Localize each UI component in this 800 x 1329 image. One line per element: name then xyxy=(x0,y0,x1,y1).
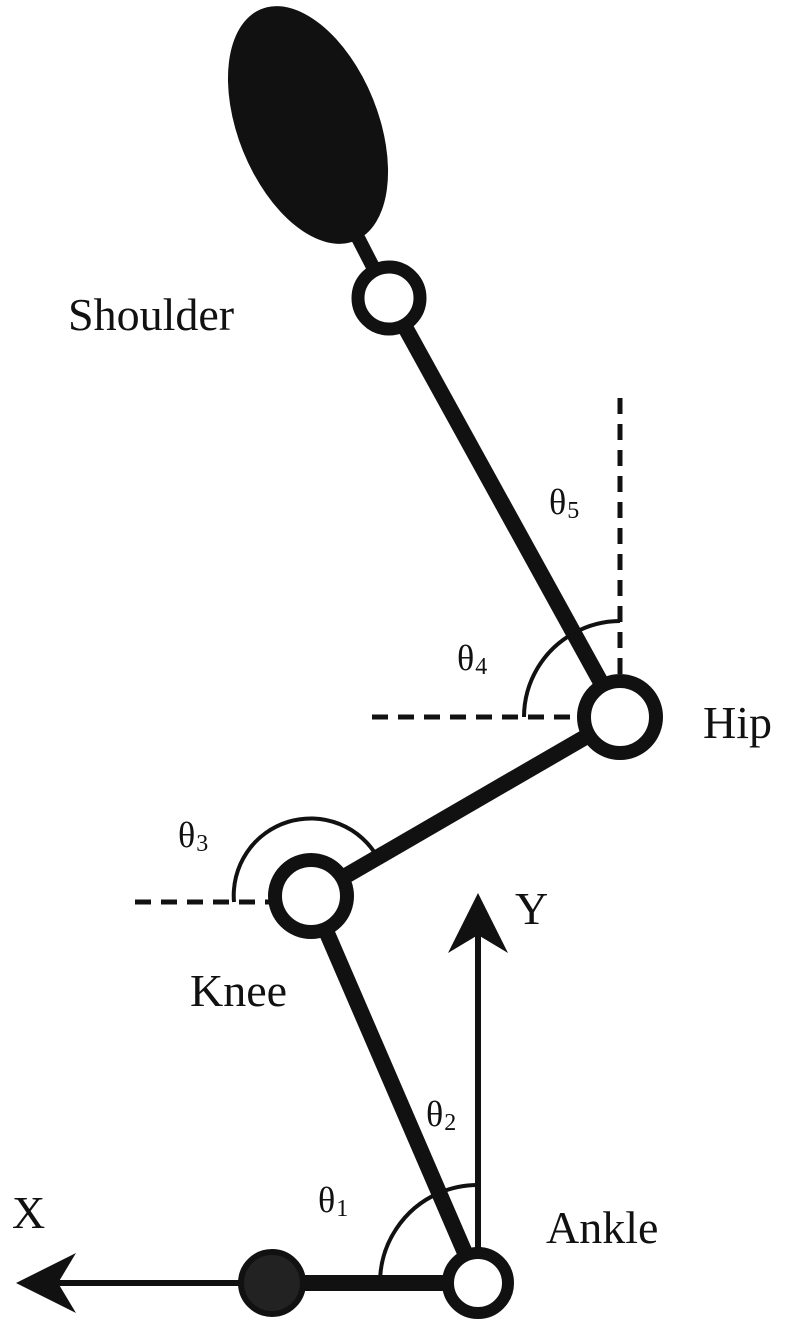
ankle-joint xyxy=(442,1247,514,1319)
shoulder-label: Shoulder xyxy=(68,289,235,340)
thigh-link xyxy=(306,710,625,903)
foot-mass xyxy=(238,1249,306,1317)
theta2-label: θ2 xyxy=(426,1094,457,1136)
theta3-arc xyxy=(231,816,380,903)
ankle-label: Ankle xyxy=(546,1202,659,1253)
theta5-label: θ5 xyxy=(549,482,580,524)
theta2-arc xyxy=(438,1182,479,1195)
theta1-label: θ1 xyxy=(318,1180,349,1222)
theta4-label: θ4 xyxy=(457,638,488,680)
x-axis-label: X xyxy=(12,1187,46,1238)
shank-link xyxy=(303,892,486,1287)
torso-mass xyxy=(227,6,389,244)
shoulder-joint xyxy=(351,260,427,336)
hip-label: Hip xyxy=(703,697,772,748)
theta3-label: θ3 xyxy=(178,815,209,857)
theta1-arc xyxy=(377,1191,440,1284)
trunk-link xyxy=(381,294,628,721)
theta5-arc xyxy=(573,619,621,635)
knee-label: Knee xyxy=(190,965,288,1016)
theta4-arc xyxy=(522,631,575,718)
y-axis-label: Y xyxy=(515,883,549,934)
hip-joint xyxy=(577,674,663,760)
knee-joint xyxy=(268,853,354,939)
